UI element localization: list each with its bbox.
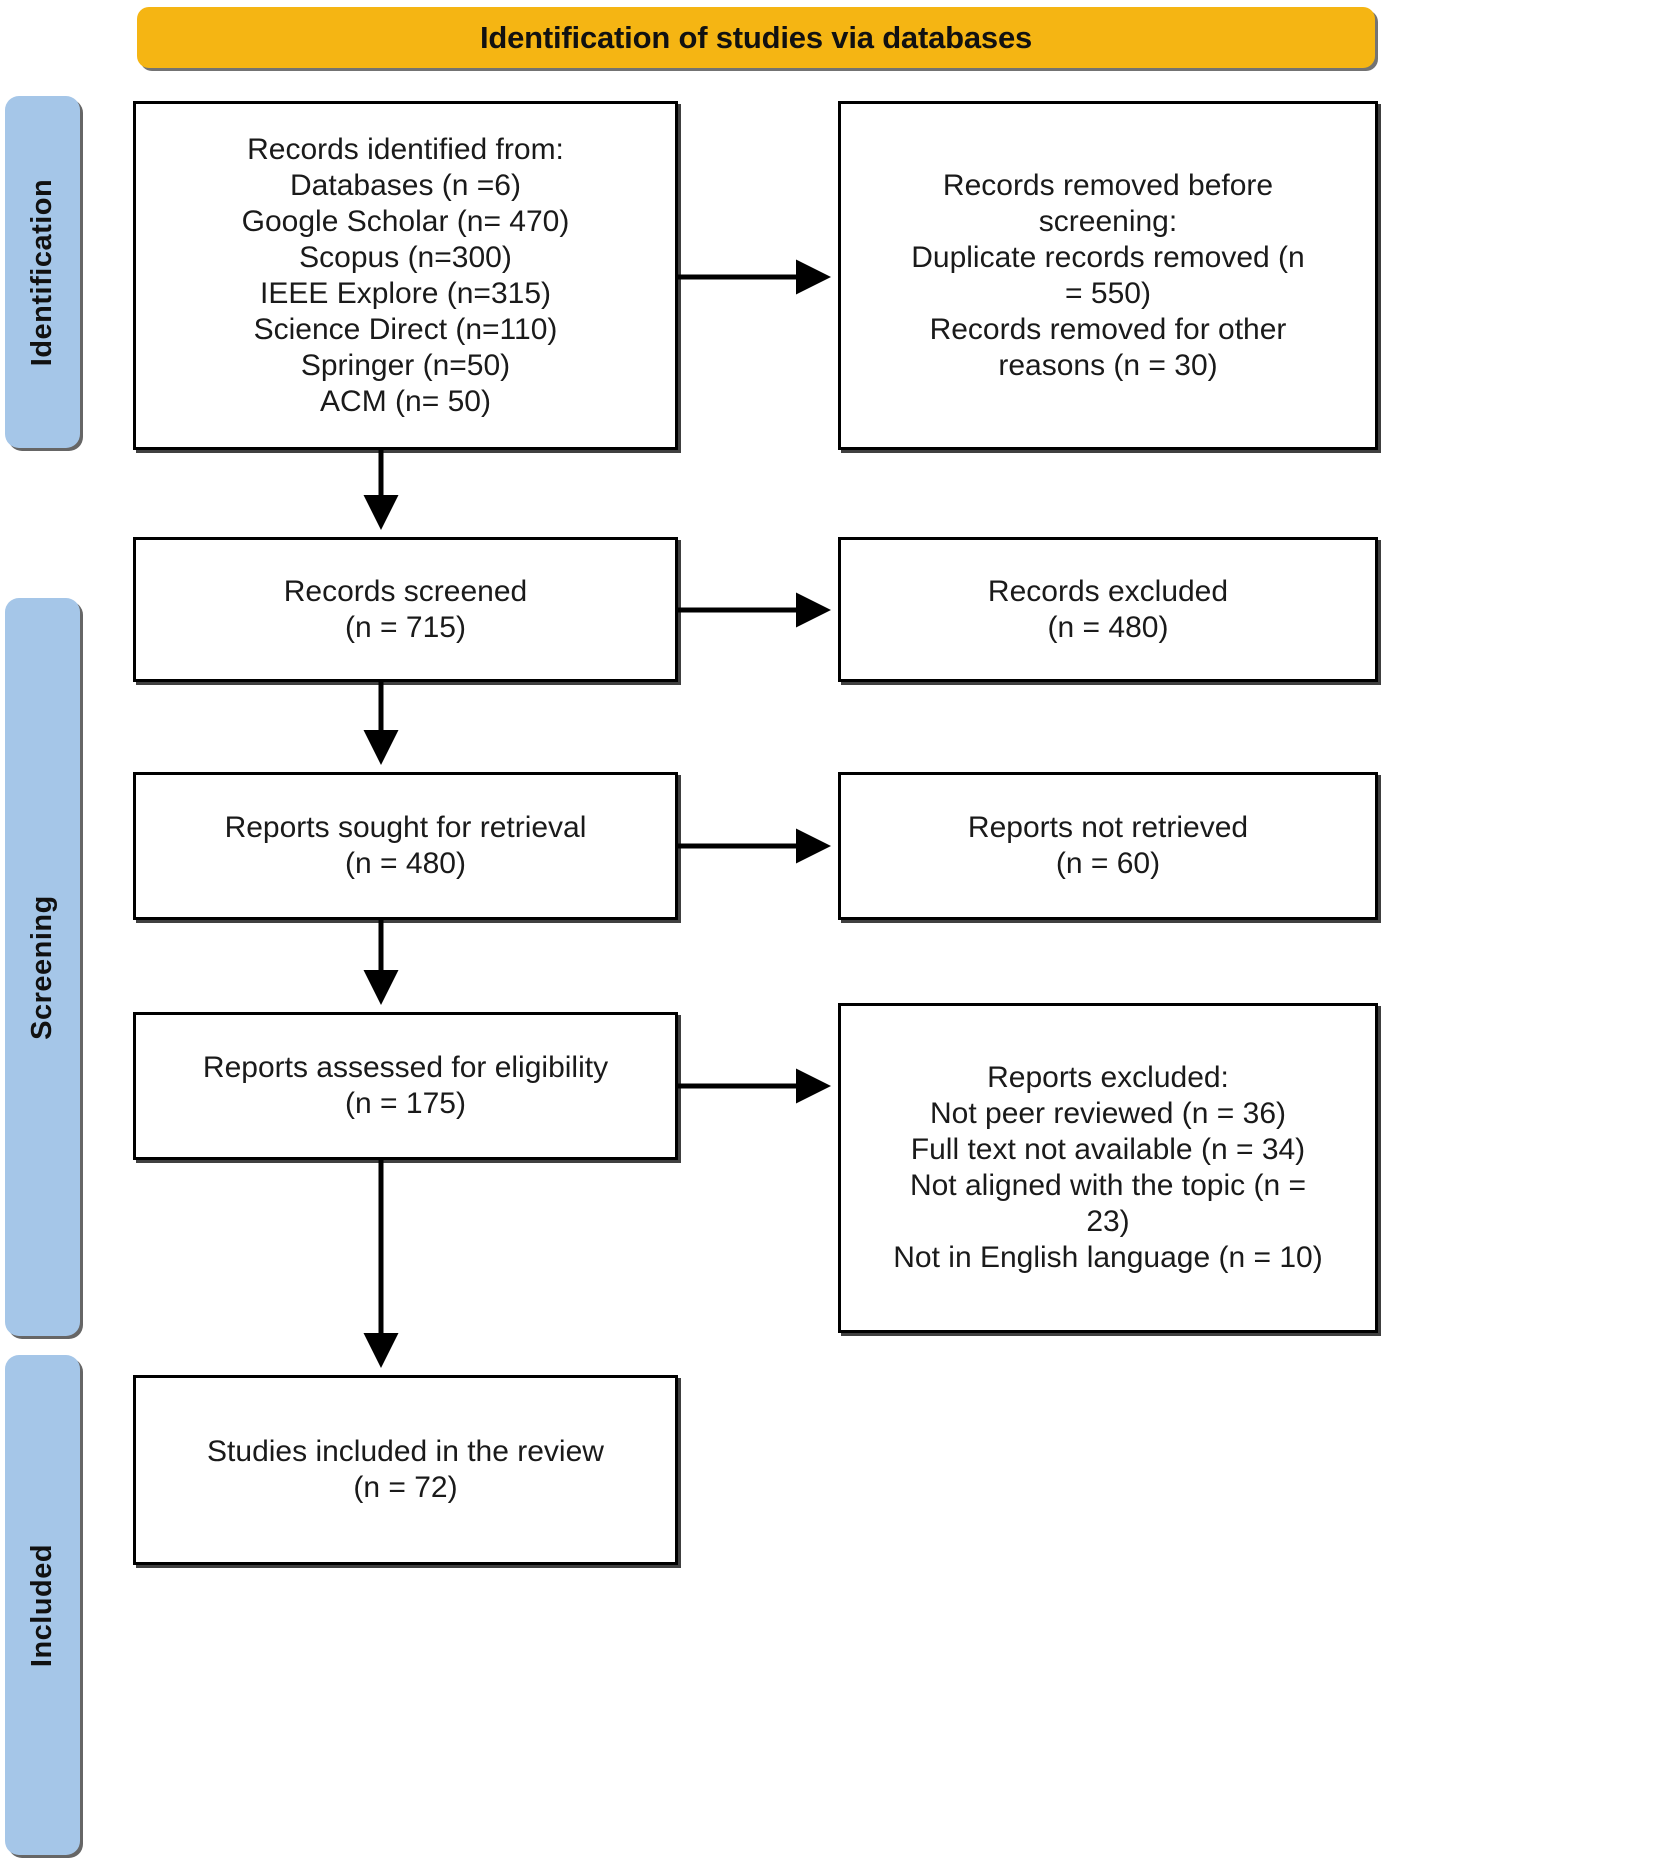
box-records-excluded: Records excluded (n = 480) bbox=[838, 537, 1378, 682]
text-line: Reports assessed for eligibility bbox=[202, 1051, 609, 1084]
text-line: = 550) bbox=[1065, 276, 1151, 310]
stage-label-screening-text: Screening bbox=[26, 894, 58, 1040]
text-line: Reports sought for retrieval bbox=[224, 811, 587, 844]
text-line: Scopus (n=300) bbox=[299, 240, 512, 274]
text-line: Studies included in the review bbox=[207, 1435, 604, 1468]
text-line: (n = 480) bbox=[345, 847, 466, 880]
text-line: Not in English language (n = 10) bbox=[893, 1241, 1323, 1274]
box-records-screened: Records screened (n = 715) bbox=[133, 537, 678, 682]
text-line: (n = 60) bbox=[1055, 847, 1161, 880]
box-reports-excluded: Reports excluded: Not peer reviewed (n =… bbox=[838, 1003, 1378, 1333]
text-line: (n = 480) bbox=[1047, 610, 1169, 644]
text-line: ACM (n= 50) bbox=[320, 384, 491, 418]
text-line: Springer (n=50) bbox=[300, 348, 511, 382]
stage-label-identification: Identification bbox=[5, 96, 80, 448]
text-line: (n = 715) bbox=[345, 610, 466, 644]
stage-label-included-text: Included bbox=[26, 1543, 59, 1667]
stage-label-screening: Screening bbox=[5, 598, 80, 1336]
text-line: Science Direct (n=110) bbox=[253, 312, 558, 346]
text-line: Google Scholar (n= 470) bbox=[241, 204, 570, 238]
text-line: Not peer reviewed (n = 36) bbox=[929, 1097, 1286, 1130]
diagram-header-banner: Identification of studies via databases bbox=[137, 7, 1375, 68]
text-line: Records excluded bbox=[987, 574, 1229, 608]
text-line: (n = 72) bbox=[353, 1471, 458, 1504]
text-line: reasons (n = 30) bbox=[998, 348, 1218, 382]
text-line: screening: bbox=[1038, 204, 1178, 238]
text-line: Records removed before bbox=[942, 168, 1274, 202]
text-line: IEEE Explore (n=315) bbox=[260, 276, 551, 310]
stage-label-included: Included bbox=[5, 1355, 80, 1855]
text-line: Duplicate records removed (n bbox=[911, 240, 1305, 274]
text-line: Records identified from: bbox=[247, 132, 564, 166]
text-line: (n = 175) bbox=[345, 1087, 466, 1120]
text-line: Reports not retrieved bbox=[967, 811, 1249, 844]
text-line: Records removed for other bbox=[929, 312, 1287, 346]
box-reports-not-retrieved: Reports not retrieved (n = 60) bbox=[838, 772, 1378, 920]
text-line: Records screened bbox=[283, 574, 528, 608]
text-line: Reports excluded: bbox=[987, 1061, 1229, 1094]
text-line: Databases (n =6) bbox=[290, 168, 521, 202]
stage-label-identification-text: Identification bbox=[26, 178, 59, 366]
box-records-identified: Records identified from: Databases (n =6… bbox=[133, 101, 678, 450]
text-line: 23) bbox=[1086, 1205, 1130, 1238]
text-line: Full text not available (n = 34) bbox=[910, 1133, 1306, 1166]
text-line: Not aligned with the topic (n = bbox=[909, 1169, 1307, 1202]
diagram-title: Identification of studies via databases bbox=[479, 19, 1033, 55]
box-studies-included-in-review: Studies included in the review (n = 72) bbox=[133, 1375, 678, 1565]
box-reports-sought-for-retrieval: Reports sought for retrieval (n = 480) bbox=[133, 772, 678, 920]
box-records-removed-before-screening: Records removed before screening: Duplic… bbox=[838, 101, 1378, 450]
box-reports-assessed-for-eligibility: Reports assessed for eligibility (n = 17… bbox=[133, 1012, 678, 1160]
